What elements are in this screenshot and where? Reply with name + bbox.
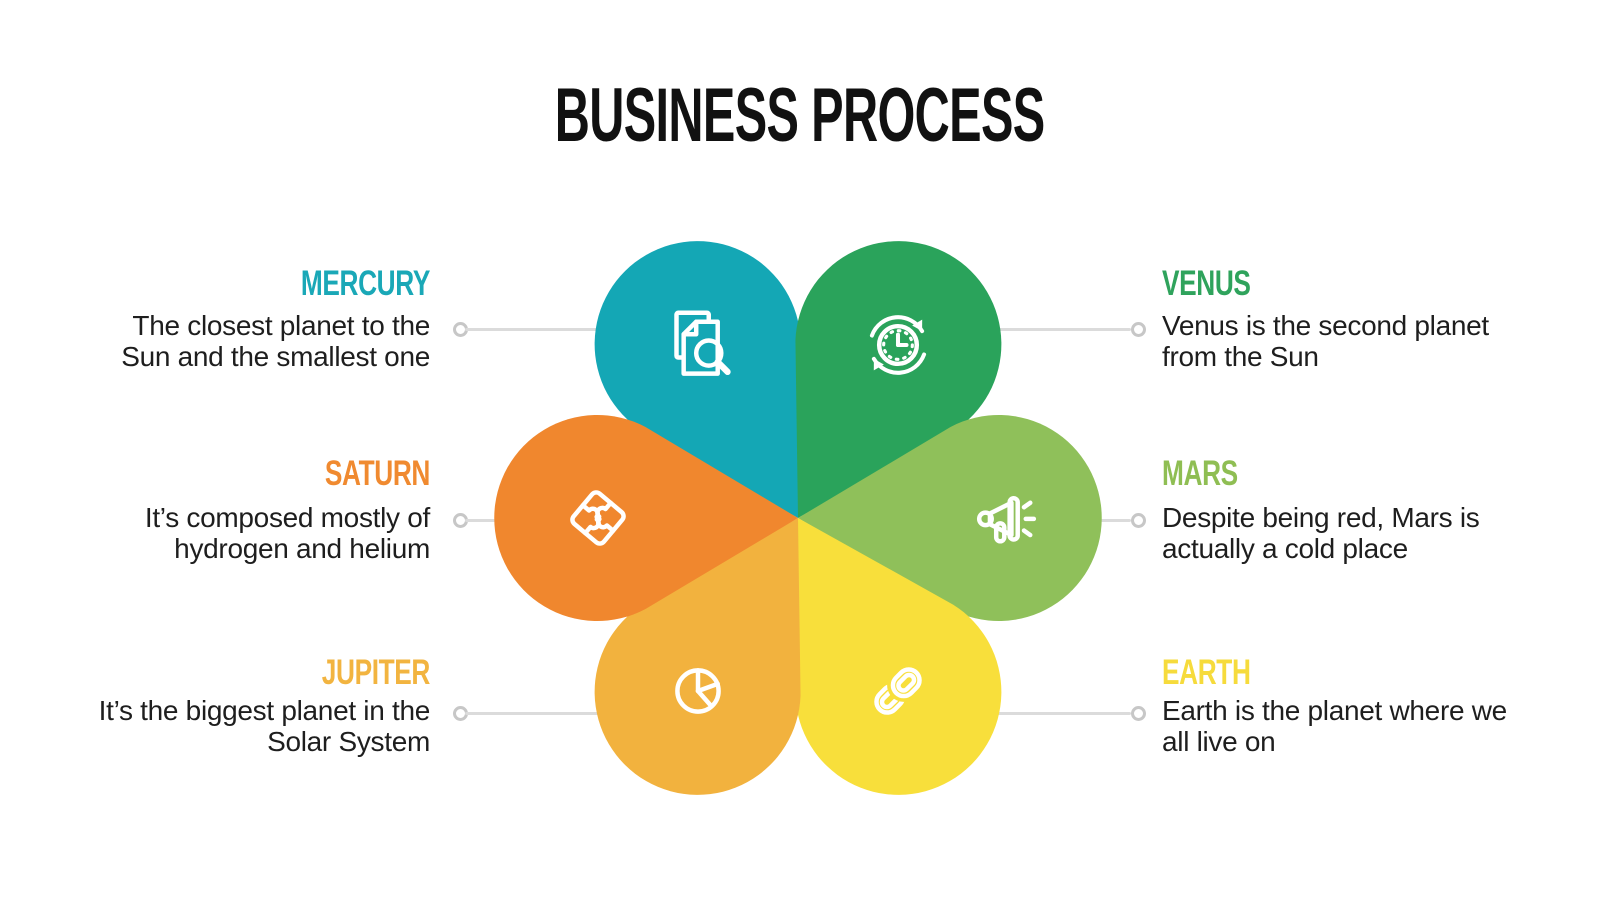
connector-line-mercury bbox=[465, 327, 652, 331]
petal-mercury bbox=[594, 241, 801, 518]
item-venus: VENUS bbox=[1162, 264, 1552, 304]
petal-mars bbox=[798, 415, 1102, 621]
desc-line: It’s the biggest planet in the bbox=[98, 695, 431, 726]
desc-line: hydrogen and helium bbox=[174, 533, 430, 564]
item-mars-label: MARS bbox=[1162, 454, 1238, 493]
item-mars-desc: Despite being red, Mars is actually a co… bbox=[1162, 502, 1552, 564]
page-title-wrap: BUSINESS PROCESS bbox=[0, 78, 1600, 154]
item-saturn: SATURN bbox=[60, 454, 431, 494]
connector-dot-earth bbox=[1131, 705, 1146, 721]
item-mercury: MERCURY bbox=[60, 264, 430, 304]
item-saturn-desc: It’s composed mostly of hydrogen and hel… bbox=[60, 502, 430, 564]
flower-petals bbox=[494, 241, 1102, 795]
desc-line: all live on bbox=[1162, 726, 1276, 757]
connector-line-jupiter bbox=[465, 711, 652, 715]
document-search-icon bbox=[674, 310, 731, 376]
puzzle-icon bbox=[570, 490, 626, 546]
petal-saturn bbox=[494, 415, 798, 621]
desc-line: It’s composed mostly of bbox=[144, 502, 430, 533]
megaphone-icon bbox=[976, 496, 1037, 544]
petal-earth bbox=[795, 518, 1002, 795]
item-mercury-desc: The closest planet to the Sun and the sm… bbox=[60, 310, 430, 372]
item-jupiter-desc: It’s the biggest planet in the Solar Sys… bbox=[60, 695, 431, 757]
item-earth-desc: Earth is the planet where we all live on bbox=[1162, 695, 1552, 757]
item-mars: MARS bbox=[1162, 454, 1552, 494]
item-venus-desc: Venus is the second planet from the Sun bbox=[1162, 310, 1552, 372]
item-jupiter-label: JUPITER bbox=[321, 653, 431, 692]
desc-line: Sun and the smallest one bbox=[121, 341, 430, 372]
pie-chart-icon bbox=[675, 668, 721, 714]
flower-diagram bbox=[478, 228, 1118, 808]
desc-line: Earth is the planet where we bbox=[1162, 695, 1507, 726]
desc-line: actually a cold place bbox=[1162, 533, 1408, 564]
desc-line: The closest planet to the bbox=[132, 310, 430, 341]
connector-dot-venus bbox=[1131, 321, 1146, 337]
page-title: BUSINESS PROCESS bbox=[555, 73, 1045, 158]
petal-venus bbox=[795, 241, 1002, 518]
item-earth: EARTH bbox=[1162, 653, 1552, 693]
item-earth-label: EARTH bbox=[1162, 653, 1251, 692]
desc-line: Venus is the second planet bbox=[1162, 310, 1489, 341]
item-jupiter: JUPITER bbox=[60, 653, 431, 693]
item-mercury-label: MERCURY bbox=[300, 264, 430, 303]
petal-jupiter bbox=[594, 518, 801, 795]
connector-line-earth bbox=[944, 711, 1131, 715]
chain-link-icon bbox=[874, 663, 926, 715]
desc-line: Solar System bbox=[267, 726, 430, 757]
item-saturn-label: SATURN bbox=[324, 454, 431, 493]
desc-line: from the Sun bbox=[1162, 341, 1319, 372]
clock-refresh-icon bbox=[869, 315, 927, 375]
item-venus-label: VENUS bbox=[1162, 264, 1251, 303]
connector-line-venus bbox=[944, 327, 1131, 331]
desc-line: Despite being red, Mars is bbox=[1162, 502, 1480, 533]
connector-dot-mars bbox=[1131, 512, 1146, 528]
